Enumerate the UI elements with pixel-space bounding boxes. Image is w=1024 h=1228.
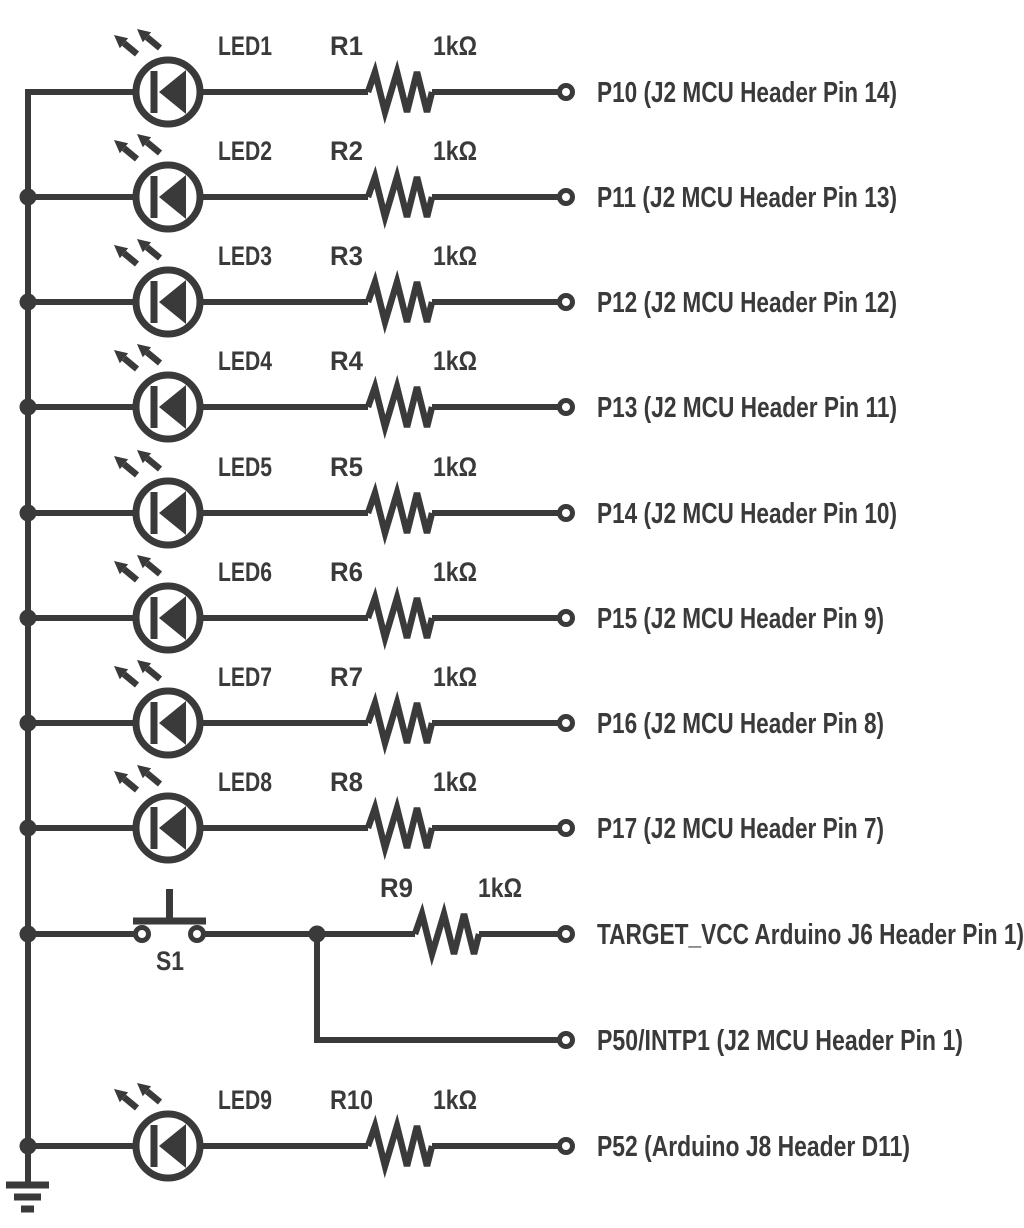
led-icon xyxy=(114,660,200,755)
resistor-icon xyxy=(368,282,432,322)
led-label: LED4 xyxy=(218,346,272,376)
pin-label: P16 (J2 MCU Header Pin 8) xyxy=(597,708,884,740)
resistor-icon xyxy=(368,808,432,848)
led-label: LED8 xyxy=(218,767,272,797)
led-label: LED9 xyxy=(218,1085,272,1115)
led-icon xyxy=(114,1083,200,1178)
ground-icon xyxy=(6,1181,49,1213)
terminal-icon xyxy=(560,507,573,520)
resistor-value: 1kΩ xyxy=(433,31,477,61)
pin-label: P52 (Arduino J8 Header D11) xyxy=(597,1131,910,1163)
led-row-9: LED9 R10 1kΩ P52 (Arduino J8 Header D11) xyxy=(28,1083,910,1178)
pin-label: P17 (J2 MCU Header Pin 7) xyxy=(597,813,884,845)
resistor-label: R3 xyxy=(330,241,363,271)
led-row-6: LED6 R6 1kΩ P15 (J2 MCU Header Pin 9) xyxy=(28,555,884,650)
led-row-3: LED3 R3 1kΩ P12 (J2 MCU Header Pin 12) xyxy=(28,239,897,334)
resistor-value: 1kΩ xyxy=(433,241,477,271)
led-icon xyxy=(114,555,200,650)
led-icon xyxy=(114,239,200,334)
led-icon xyxy=(114,765,200,860)
led-row-7: LED7 R7 1kΩ P16 (J2 MCU Header Pin 8) xyxy=(28,660,884,755)
resistor-value: 1kΩ xyxy=(433,136,477,166)
resistor-icon xyxy=(368,177,432,217)
resistor-label: R4 xyxy=(330,346,363,376)
resistor-label: R6 xyxy=(330,557,363,587)
terminal-icon xyxy=(560,717,573,730)
led-row-8: LED8 R8 1kΩ P17 (J2 MCU Header Pin 7) xyxy=(28,765,884,860)
terminal-icon xyxy=(560,612,573,625)
resistor-label: R9 xyxy=(380,873,413,903)
led-label: LED3 xyxy=(218,241,272,271)
terminal-icon xyxy=(560,191,573,204)
resistor-label: R7 xyxy=(330,662,363,692)
led-label: LED5 xyxy=(218,452,272,482)
pin-label: P13 (J2 MCU Header Pin 11) xyxy=(597,392,897,424)
pin-label: P10 (J2 MCU Header Pin 14) xyxy=(597,77,897,109)
led-row-2: LED2 R2 1kΩ P11 (J2 MCU Header Pin 13) xyxy=(28,134,897,229)
led-label: LED6 xyxy=(218,557,272,587)
led-row-5: LED5 R5 1kΩ P14 (J2 MCU Header Pin 10) xyxy=(28,450,897,545)
resistor-label: R1 xyxy=(330,31,363,61)
resistor-icon xyxy=(368,703,432,743)
branch-wire xyxy=(314,934,559,1043)
resistor-label: R2 xyxy=(330,136,363,166)
resistor-icon xyxy=(368,1126,432,1166)
resistor-value: 1kΩ xyxy=(433,346,477,376)
switch-label: S1 xyxy=(156,946,184,976)
pin-label: P11 (J2 MCU Header Pin 13) xyxy=(597,182,897,214)
led-label: LED1 xyxy=(218,31,272,61)
resistor-icon xyxy=(368,598,432,638)
resistor-value: 1kΩ xyxy=(478,873,522,903)
switch-row: S1 R9 1kΩ TARGET_VCC Arduino J6 Header P… xyxy=(28,873,1024,976)
resistor-icon xyxy=(368,493,432,533)
pin-label: P12 (J2 MCU Header Pin 12) xyxy=(597,287,897,319)
resistor-value: 1kΩ xyxy=(433,662,477,692)
terminal-icon xyxy=(560,822,573,835)
resistor-icon xyxy=(368,72,432,112)
led-icon xyxy=(114,344,200,439)
resistor-value: 1kΩ xyxy=(433,1085,477,1115)
resistor-label: R8 xyxy=(330,767,363,797)
resistor-label: R10 xyxy=(330,1085,373,1115)
pin-label: P15 (J2 MCU Header Pin 9) xyxy=(597,603,884,635)
resistor-value: 1kΩ xyxy=(433,452,477,482)
terminal-icon xyxy=(560,296,573,309)
terminal-icon xyxy=(560,928,573,941)
terminal-icon xyxy=(560,1140,573,1153)
led-label: LED2 xyxy=(218,136,272,166)
led-icon xyxy=(114,450,200,545)
pin-label: P50/INTP1 (J2 MCU Header Pin 1) xyxy=(597,1025,963,1057)
resistor-icon xyxy=(368,387,432,427)
led-label: LED7 xyxy=(218,662,272,692)
led-icon xyxy=(114,29,200,124)
led-icon xyxy=(114,134,200,229)
terminal-icon xyxy=(560,86,573,99)
pushbutton-switch-icon xyxy=(133,889,206,943)
resistor-value: 1kΩ xyxy=(433,557,477,587)
terminal-icon xyxy=(560,401,573,414)
resistor-label: R5 xyxy=(330,452,363,482)
resistor-icon xyxy=(415,914,479,954)
led-row-4: LED4 R4 1kΩ P13 (J2 MCU Header Pin 11) xyxy=(28,344,897,439)
led-row-1: LED1 R1 1kΩ P10 (J2 MCU Header Pin 14) xyxy=(28,29,897,124)
resistor-value: 1kΩ xyxy=(433,767,477,797)
pin-label: P14 (J2 MCU Header Pin 10) xyxy=(597,498,897,530)
pin-label: TARGET_VCC Arduino J6 Header Pin 1) xyxy=(597,919,1024,951)
terminal-icon xyxy=(560,1034,573,1047)
branch-row: P50/INTP1 (J2 MCU Header Pin 1) xyxy=(314,934,963,1057)
